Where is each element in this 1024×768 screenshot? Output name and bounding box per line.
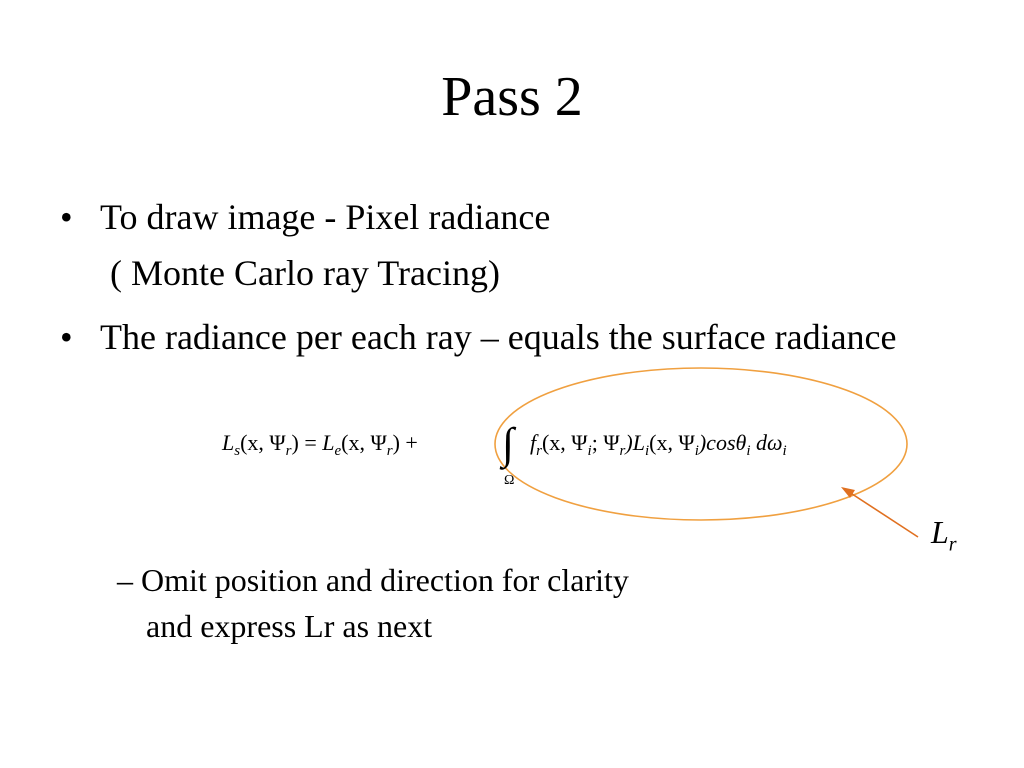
eq-fr: f — [530, 430, 539, 455]
lr-label-sub: r — [948, 533, 957, 556]
sub-bullet-line1: Omit position and direction for clarity — [141, 562, 629, 598]
svg-text:Ls(x, Ψr) = Le(x, Ψr) +: Ls(x, Ψr) = Le(x, Ψr) + — [221, 430, 418, 459]
eq-li: )L — [623, 430, 645, 455]
eq-lhs: L — [221, 430, 234, 455]
eq-le-args-sub: r — [387, 443, 393, 459]
bullet-marker: • — [60, 317, 73, 357]
eq-cos: )cosθ — [697, 430, 747, 455]
highlight-ellipse — [494, 367, 908, 521]
eq-omega: Ω — [504, 473, 514, 488]
eq-equals: ) = — [292, 430, 323, 455]
radiance-equation: Ls(x, Ψr) = Le(x, Ψr) + ∫ Ω fr(x, Ψi; Ψr… — [221, 419, 787, 488]
bullet-1-line2: ( Monte Carlo ray Tracing) — [110, 253, 500, 293]
lr-label-main: L — [931, 514, 949, 550]
bullet-1-line1: To draw image - Pixel radiance — [100, 197, 551, 237]
eq-li-sub: i — [645, 443, 649, 459]
sub-bullet: – Omit position and direction for clarit… — [117, 557, 629, 649]
bullet-1: • To draw image - Pixel radiance ( Monte… — [60, 189, 551, 301]
eq-fr-args: (x, Ψ — [542, 430, 588, 455]
eq-lhs-sub: s — [234, 443, 240, 459]
eq-li-args: (x, Ψ — [649, 430, 695, 455]
eq-fr-sep: ; Ψ — [592, 430, 621, 455]
slide-title: Pass 2 — [441, 66, 583, 128]
eq-fr-args-sub2: r — [620, 443, 626, 459]
bullet-2: • The radiance per each ray – equals the… — [60, 309, 980, 365]
eq-args-sub: r — [286, 443, 292, 459]
lr-label: Lr — [931, 512, 957, 564]
eq-le-args: (x, Ψ — [341, 430, 387, 455]
eq-le: L — [321, 430, 334, 455]
eq-plus: ) + — [393, 430, 418, 455]
eq-fr-args-sub1: i — [588, 443, 592, 459]
bullet-2-text: The radiance per each ray – equals the s… — [100, 317, 897, 357]
eq-args: (x, Ψ — [240, 430, 286, 455]
svg-text:fr(x, Ψi; Ψr)Li(x, Ψi)cosθi dω: fr(x, Ψi; Ψr)Li(x, Ψi)cosθi dωi — [530, 430, 787, 459]
annotation-arrow — [845, 489, 919, 538]
eq-dw: dω — [751, 430, 783, 455]
eq-fr-sub: r — [536, 443, 542, 459]
eq-dw-sub: i — [783, 443, 787, 459]
sub-bullet-marker: – — [117, 562, 133, 598]
bullet-marker: • — [60, 197, 73, 237]
eq-le-sub: e — [334, 443, 341, 459]
eq-integral: ∫ — [499, 419, 517, 470]
eq-cos-sub: i — [746, 443, 750, 459]
eq-li-args-sub: i — [695, 443, 699, 459]
sub-bullet-line2: and express Lr as next — [146, 608, 433, 644]
annotation-arrowhead — [841, 487, 855, 498]
